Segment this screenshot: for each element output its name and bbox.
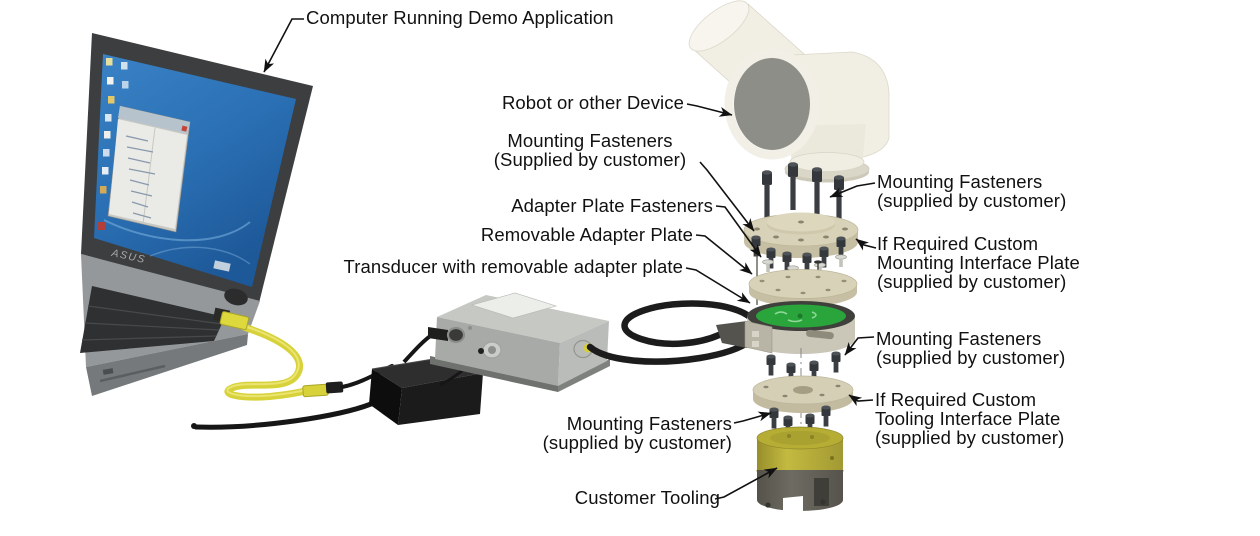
customer-tooling-device [756, 426, 844, 516]
tooling-notch [783, 496, 803, 516]
explorer-content [109, 119, 187, 229]
leader-removable-adapter-plate [695, 234, 753, 275]
laptop: ASUS [80, 33, 313, 396]
explorer-titlebar [118, 106, 190, 134]
hinge-cap [224, 288, 248, 306]
label-adapter-plate-fasteners: Adapter Plate Fasteners [511, 195, 713, 216]
transducer-device [716, 301, 855, 354]
cable-coupler-black [325, 381, 344, 394]
leader-customer-tooling [714, 467, 778, 500]
explorer-close-icon [181, 125, 188, 132]
psu-cable-a [402, 332, 435, 364]
label-removable-adapter-plate: Removable Adapter Plate [480, 224, 693, 245]
transducer-cable [586, 300, 761, 365]
interface-box [428, 292, 610, 392]
leader-mounting-top-left [699, 161, 755, 232]
laptop-front-face [86, 334, 248, 396]
desktop-icons [98, 58, 129, 230]
label-custom-tooling-plate: If Required Custom Tooling Interface Pla… [875, 389, 1065, 448]
removable-adapter-plate-part [748, 269, 858, 307]
plug-a [428, 327, 448, 341]
label-robot: Robot or other Device [501, 92, 684, 113]
label-mounting-fasteners-right-upper: Mounting Fasteners (supplied by customer… [877, 171, 1067, 211]
transducer-cable-boot [716, 321, 747, 348]
leader-adapter-plate-fasteners [715, 205, 762, 258]
leader-mounting-right-lower [844, 336, 875, 356]
pcb-traces [774, 311, 817, 323]
box-connector-a [446, 326, 466, 344]
label-mounting-fasteners-right-lower: Mounting Fasteners (supplied by customer… [876, 328, 1066, 368]
label-customer-tooling: Customer Tooling [574, 487, 720, 508]
ethernet-cable-yellow [219, 311, 394, 401]
robot-flange-face [734, 58, 810, 150]
robot-collar [789, 152, 865, 172]
explorer-list-lines [125, 135, 156, 219]
mounting-interface-plate [743, 212, 859, 258]
label-custom-mounting-plate: If Required Custom Mounting Interface Pl… [877, 233, 1080, 292]
label-computer: Computer Running Demo Application [306, 7, 614, 28]
ac-cord [193, 401, 374, 430]
label-mounting-fasteners-top-left: Mounting Fasteners (Supplied by customer… [493, 130, 687, 170]
dvd-slot [99, 364, 166, 383]
desktop-swoosh2 [149, 246, 251, 265]
leader-mounting-right-upper [829, 182, 876, 198]
box-label-panel [470, 292, 558, 319]
leader-lines [263, 18, 877, 500]
psu-front [398, 373, 483, 425]
keyboard-rows [81, 305, 223, 341]
leader-custom-tooling-plate [848, 394, 874, 407]
leader-computer [263, 18, 304, 73]
leader-robot [686, 103, 733, 117]
front-port [102, 368, 114, 375]
label-mounting-fasteners-bottom-left: Mounting Fasteners (supplied by customer… [542, 413, 732, 453]
tooling-interface-plate-part [752, 375, 854, 413]
robot [688, 0, 890, 183]
label-transducer: Transducer with removable adapter plate [343, 256, 683, 277]
cable-connector-yellow [302, 383, 329, 398]
ethernet-plug [219, 311, 250, 331]
leader-mounting-bottom-left [733, 411, 772, 424]
explorer-window [107, 105, 191, 233]
leader-transducer [685, 267, 751, 304]
tooling-slot [814, 478, 829, 506]
psu-left [369, 369, 402, 425]
transducer-slot [806, 329, 834, 340]
leader-custom-mounting-plate [855, 238, 877, 251]
box-base-flange [430, 356, 558, 392]
screen-corner-logo [213, 260, 231, 272]
desktop-swoosh [103, 219, 251, 242]
